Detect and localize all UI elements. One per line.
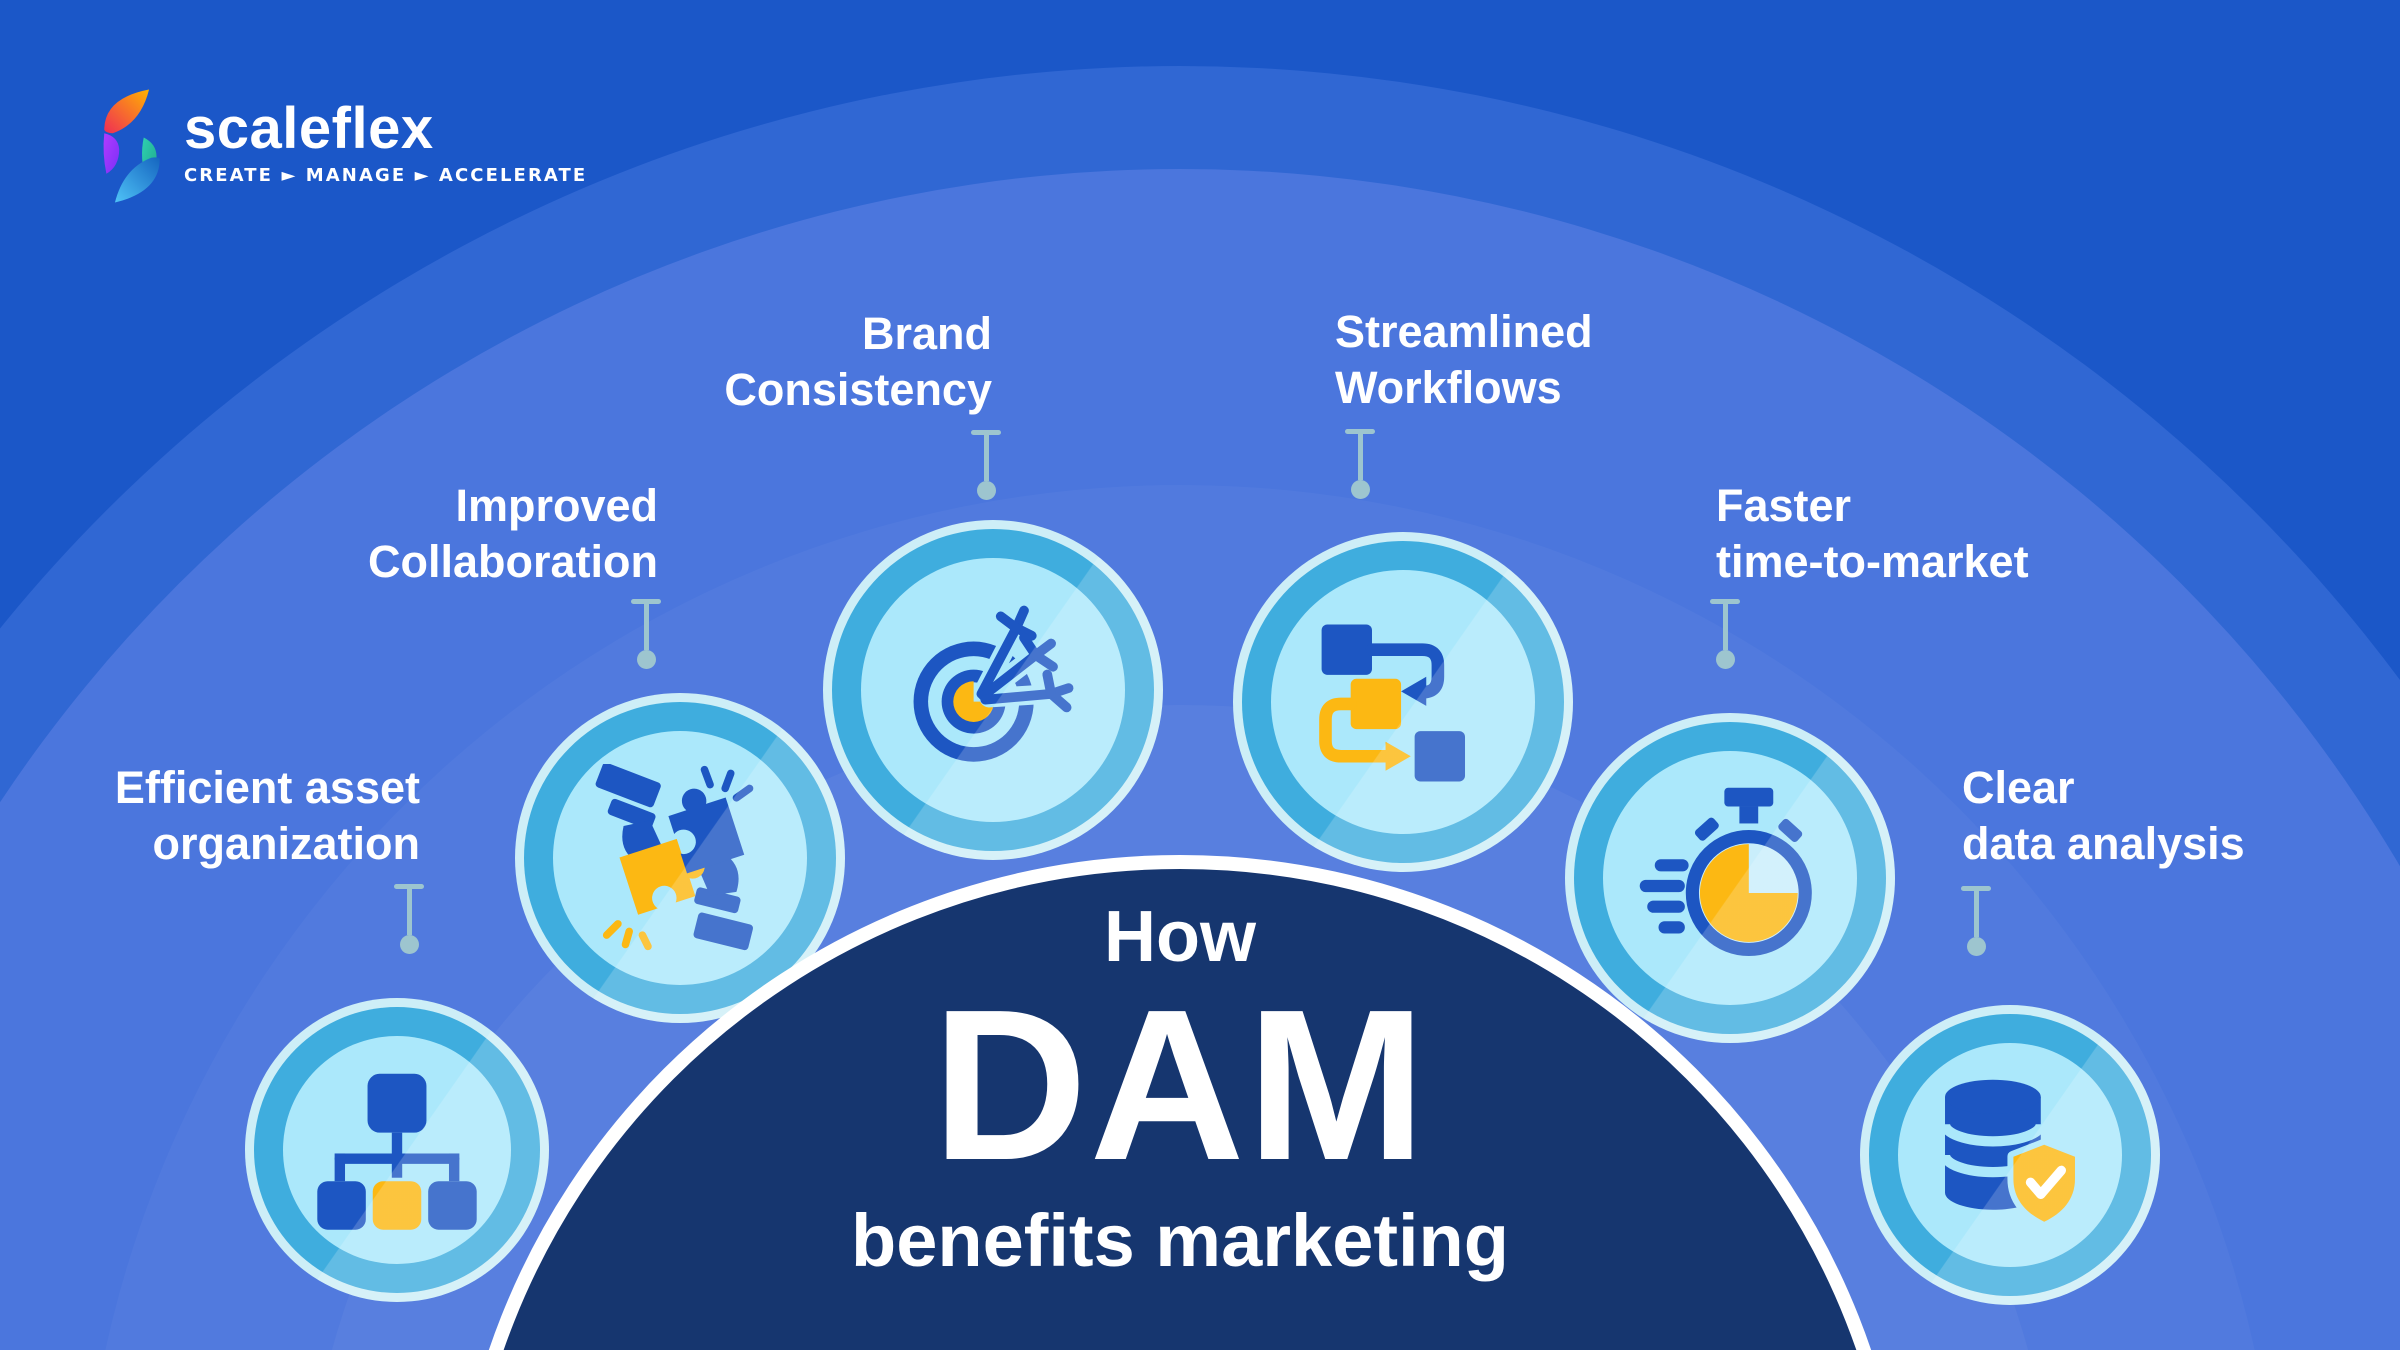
scaleflex-logo: scaleflex CREATE ► MANAGE ► ACCELERATE <box>100 86 587 206</box>
title-benefits-marketing: benefits marketing <box>851 1199 1509 1282</box>
connector-clear-data-analysis <box>1961 886 1991 956</box>
title-how: How <box>1104 897 1256 977</box>
benefit-circle-improved-collaboration <box>515 693 845 1023</box>
title-dam: DAM <box>932 964 1428 1205</box>
benefit-circle-clear-data-analysis <box>1860 1005 2160 1305</box>
benefit-circle-brand-consistency <box>823 520 1163 860</box>
stopwatch-icon <box>1639 787 1812 957</box>
connector-efficient-asset-organization <box>394 884 424 954</box>
connector-streamlined-workflows <box>1345 429 1375 499</box>
connector-improved-collaboration <box>631 599 661 669</box>
puzzle-hands-icon <box>595 763 754 951</box>
database-shield-icon <box>1939 1079 2081 1228</box>
target-darts-icon <box>913 605 1074 762</box>
central-dome: How DAM benefits marketing <box>450 855 1910 1350</box>
sitemap-icon <box>317 1073 477 1230</box>
connector-brand-consistency <box>971 430 1001 500</box>
benefit-circle-streamlined-workflows <box>1233 532 1573 872</box>
benefit-circle-efficient-asset-organization <box>245 998 549 1302</box>
scaleflex-logo-mark <box>103 89 160 203</box>
connector-faster-time-to-market <box>1710 599 1740 669</box>
workflow-arrows-icon <box>1319 624 1466 782</box>
scaleflex-logo-text: scaleflex <box>184 96 434 161</box>
benefit-circle-faster-time-to-market <box>1565 713 1895 1043</box>
scaleflex-tagline: CREATE ► MANAGE ► ACCELERATE <box>184 165 588 186</box>
